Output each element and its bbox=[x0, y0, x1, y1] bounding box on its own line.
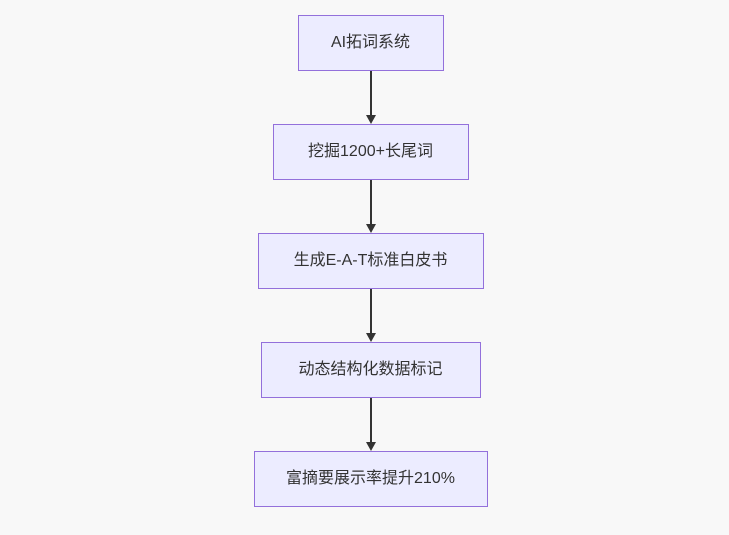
flow-edge-2 bbox=[365, 180, 376, 233]
arrow-down-icon bbox=[365, 224, 376, 233]
edge-line bbox=[369, 289, 372, 333]
flow-node-label: 挖掘1200+长尾词 bbox=[308, 143, 433, 160]
flow-node-label: 富摘要展示率提升210% bbox=[286, 470, 455, 487]
flow-edge-1 bbox=[365, 71, 376, 124]
flow-node-longtail-mining: 挖掘1200+长尾词 bbox=[272, 124, 469, 180]
flow-node-ai-keyword-system: AI拓词系统 bbox=[297, 15, 444, 71]
arrow-down-icon bbox=[365, 442, 376, 451]
flow-node-label: 动态结构化数据标记 bbox=[298, 361, 443, 378]
flowchart: AI拓词系统 挖掘1200+长尾词 生成E-A-T标准白皮书 动态结构化数据标记 bbox=[253, 15, 488, 507]
arrow-down-icon bbox=[365, 333, 376, 342]
edge-line bbox=[369, 398, 372, 442]
edge-line bbox=[369, 180, 372, 224]
flow-node-structured-data: 动态结构化数据标记 bbox=[260, 342, 481, 398]
edge-line bbox=[369, 71, 372, 115]
arrow-down-icon bbox=[365, 115, 376, 124]
flow-node-label: AI拓词系统 bbox=[330, 34, 411, 51]
flow-edge-4 bbox=[365, 398, 376, 451]
flow-node-eat-whitepaper: 生成E-A-T标准白皮书 bbox=[257, 233, 484, 289]
flow-edge-3 bbox=[365, 289, 376, 342]
flow-node-rich-snippet-result: 富摘要展示率提升210% bbox=[253, 451, 488, 507]
flow-node-label: 生成E-A-T标准白皮书 bbox=[293, 252, 448, 269]
